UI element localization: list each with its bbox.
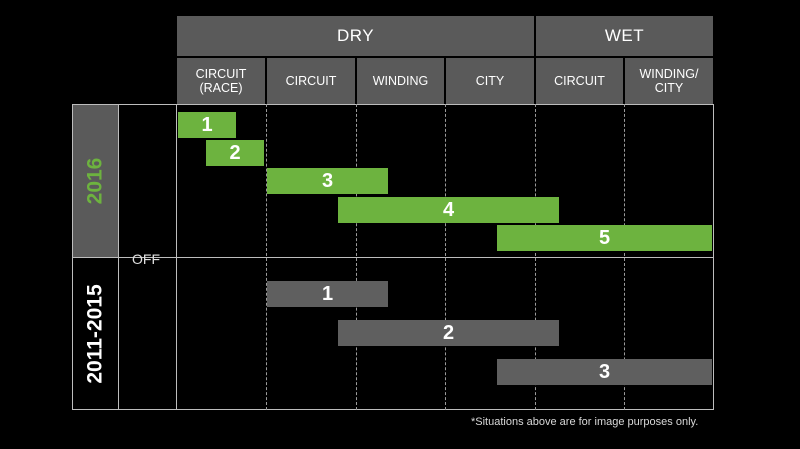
grid-dashed-3 [445,104,446,410]
mode-2011-3: 3 [497,359,712,385]
grid-left-edge [72,104,73,410]
grid-top-border [72,104,714,105]
col-circuit-dry: CIRCUIT [267,58,355,104]
col-circuit-race: CIRCUIT (RACE) [177,58,265,104]
mode-2016-4: 4 [338,197,559,223]
mode-2011-2: 2 [338,320,559,346]
year-2011-2015-text: 2011-2015 [83,283,107,384]
grid-mid-line [72,257,714,258]
col-winding: WINDING [357,58,444,104]
col-circuit-wet: CIRCUIT [536,58,623,104]
grid-dashed-2 [356,104,357,410]
mode-2016-2: 2 [206,140,264,166]
grid-bottom-border [72,409,714,410]
dry-header: DRY [177,16,534,56]
mode-2011-1: 1 [267,281,388,307]
footnote: *Situations above are for image purposes… [471,416,699,428]
mode-2016-3: 3 [267,168,388,194]
mode-2016-5: 5 [497,225,712,251]
mode-2016-1: 1 [178,112,236,138]
row-label-2011-2015: 2011-2015 [72,258,119,410]
off-label: OFF [132,251,160,267]
grid-dashed-1 [266,104,267,410]
wet-header: WET [536,16,713,56]
year-2016-text: 2016 [83,157,107,205]
grid-dashed-4 [535,104,536,410]
col-winding-city: WINDING/ CITY [625,58,713,104]
grid-dashed-5 [624,104,625,410]
col-city: CITY [446,58,534,104]
row-label-2016: 2016 [72,104,119,258]
